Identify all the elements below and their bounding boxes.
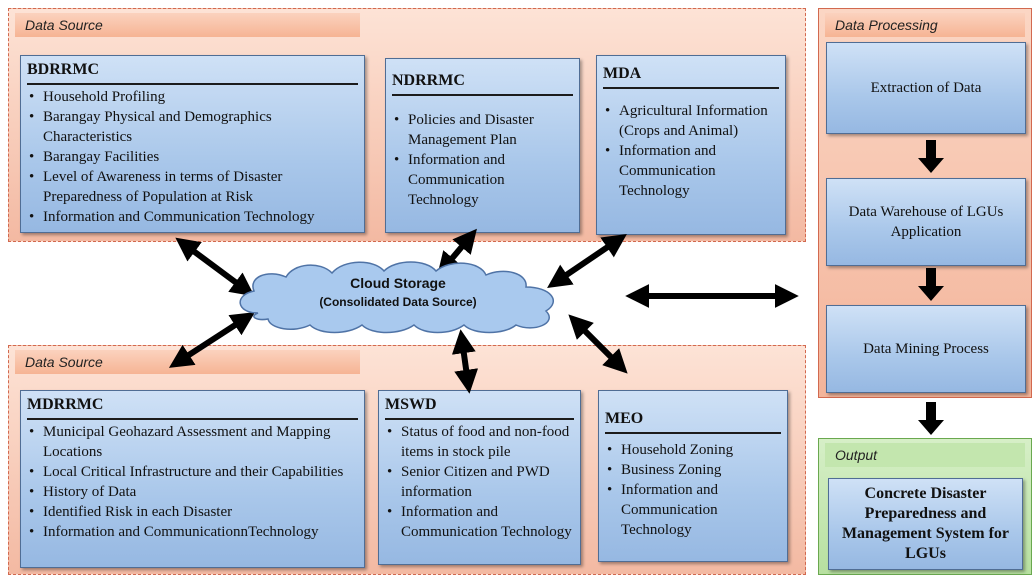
- cloud-icon: [239, 261, 554, 334]
- bdrrmc-list: Household Profiling Barangay Physical an…: [27, 87, 358, 227]
- meo-box: MEO Household Zoning Business Zoning Inf…: [598, 390, 788, 562]
- list-item: Information and Communication Technology: [385, 502, 574, 542]
- list-item: Identified Risk in each Disaster: [27, 502, 358, 522]
- list-item: Local Critical Infrastructure and their …: [27, 462, 358, 482]
- arrow-ndrrmc-cloud: [437, 228, 477, 277]
- data-mining-box: Data Mining Process: [826, 305, 1026, 393]
- list-item: History of Data: [27, 482, 358, 502]
- extraction-of-data-text: Extraction of Data: [870, 80, 982, 96]
- extraction-of-data-box: Extraction of Data: [826, 42, 1026, 134]
- list-item: Barangay Facilities: [27, 147, 358, 167]
- mda-box: MDA Agricultural Information (Crops and …: [596, 55, 786, 235]
- list-item: Information and Communication Technology: [392, 150, 573, 210]
- data-warehouse-text: Data Warehouse of LGUs Application: [848, 204, 1004, 240]
- list-item: Municipal Geohazard Assessment and Mappi…: [27, 422, 358, 462]
- data-source-top-label: Data Source: [15, 13, 360, 37]
- list-item: Household Zoning: [605, 440, 781, 460]
- list-item: Information and Communication Technology: [605, 480, 781, 540]
- output-text: Concrete Disaster Preparedness and Manag…: [841, 485, 1010, 562]
- bdrrmc-box: BDRRMC Household Profiling Barangay Phys…: [20, 55, 365, 233]
- data-processing-label: Data Processing: [825, 13, 1025, 37]
- list-item: Barangay Physical and Demographics Chara…: [27, 107, 358, 147]
- arrow-bdrrmc-cloud: [175, 237, 255, 297]
- cloud-subtitle: (Consolidated Data Source): [319, 295, 477, 309]
- list-item: Status of food and non-food items in sto…: [385, 422, 574, 462]
- data-mining-text: Data Mining Process: [863, 341, 989, 357]
- mdrrmc-title: MDRRMC: [27, 395, 358, 420]
- mdrrmc-list: Municipal Geohazard Assessment and Mappi…: [27, 422, 358, 542]
- list-item: Policies and Disaster Management Plan: [392, 110, 573, 150]
- cloud-title: Cloud Storage: [350, 275, 446, 291]
- output-box: Concrete Disaster Preparedness and Manag…: [828, 478, 1023, 570]
- arrow-warehouse-to-mining: [918, 268, 944, 301]
- meo-title: MEO: [605, 409, 781, 434]
- ndrrmc-box: NDRRMC Policies and Disaster Management …: [385, 58, 580, 233]
- bdrrmc-title: BDRRMC: [27, 60, 358, 85]
- ndrrmc-title: NDRRMC: [392, 71, 573, 96]
- mswd-box: MSWD Status of food and non-food items i…: [378, 390, 581, 565]
- mda-list: Agricultural Information (Crops and Anim…: [603, 101, 779, 201]
- mswd-title: MSWD: [385, 395, 574, 420]
- list-item: Senior Citizen and PWD information: [385, 462, 574, 502]
- list-item: Agricultural Information (Crops and Anim…: [603, 101, 779, 141]
- list-item: Information and Communication Technology: [603, 141, 779, 201]
- arrow-meo-cloud: [568, 314, 628, 374]
- cloud-storage: Cloud Storage (Consolidated Data Source): [228, 255, 568, 335]
- arrow-mda-cloud: [547, 233, 627, 289]
- ndrrmc-list: Policies and Disaster Management Plan In…: [392, 110, 573, 210]
- list-item: Information and Communication Technology: [27, 207, 358, 227]
- list-item: Information and CommunicationnTechnology: [27, 522, 358, 542]
- arrow-mdrrmc-cloud: [168, 312, 256, 368]
- meo-list: Household Zoning Business Zoning Informa…: [605, 440, 781, 540]
- data-warehouse-box: Data Warehouse of LGUs Application: [826, 178, 1026, 266]
- list-item: Business Zoning: [605, 460, 781, 480]
- arrow-mswd-cloud: [451, 329, 479, 394]
- list-item: Household Profiling: [27, 87, 358, 107]
- mda-title: MDA: [603, 64, 779, 89]
- cloud-text: Cloud Storage (Consolidated Data Source): [228, 273, 568, 311]
- arrow-extraction-to-warehouse: [918, 140, 944, 173]
- arrow-mining-to-output: [918, 402, 944, 435]
- mswd-list: Status of food and non-food items in sto…: [385, 422, 574, 542]
- output-label: Output: [825, 443, 1025, 467]
- list-item: Level of Awareness in terms of Disaster …: [27, 167, 358, 207]
- mdrrmc-box: MDRRMC Municipal Geohazard Assessment an…: [20, 390, 365, 568]
